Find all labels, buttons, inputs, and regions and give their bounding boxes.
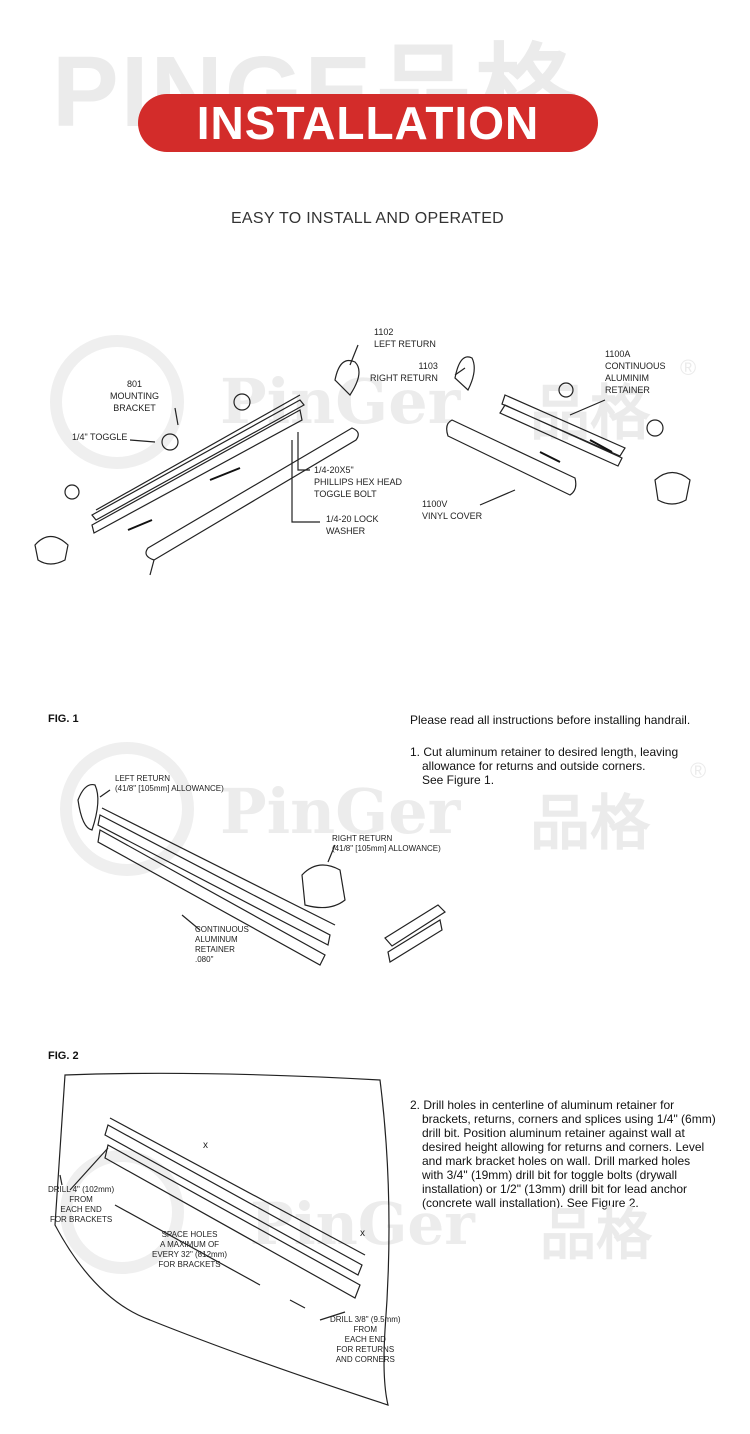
fig1-left-return <box>77 783 99 831</box>
bracket-2 <box>233 393 251 411</box>
fig1-retainer <box>97 814 331 966</box>
fig1-intro: Please read all instructions before inst… <box>410 713 691 727</box>
watermark-brand: PinGer <box>220 365 461 438</box>
bracket-4 <box>558 382 574 398</box>
watermark-brand-2: PinGer <box>220 775 461 848</box>
left-retainer <box>91 399 305 534</box>
left-return-part <box>334 359 360 396</box>
end-cap-left <box>34 535 69 565</box>
fig1-splice <box>384 904 446 963</box>
fig1-step: 1. Cut aluminum retainer to desired leng… <box>410 745 679 787</box>
fig2-mark-2: x <box>360 1228 365 1239</box>
fig2-wall <box>54 1072 390 1406</box>
bracket-3 <box>64 484 80 500</box>
banner-title: INSTALLATION <box>196 97 540 149</box>
right-vinyl-cover <box>446 419 577 496</box>
watermark-registered-2: ® <box>690 758 707 783</box>
subtitle: EASY TO INSTALL AND OPERATED <box>230 210 505 227</box>
watermark-registered: ® <box>680 355 697 380</box>
fig1-label-right-return: RIGHT RETURN(41/8" [105mm] ALLOWANCE) <box>332 834 441 853</box>
fig2-mark-1: x <box>203 1140 208 1151</box>
end-cap-right <box>654 471 691 505</box>
fig2-retainer <box>104 1124 363 1299</box>
bracket-1 <box>161 433 179 451</box>
left-vinyl-cover <box>145 427 359 561</box>
installation-banner: INSTALLATION <box>138 94 598 152</box>
watermark-chinese-3: 品格 <box>540 1203 652 1266</box>
bracket-5 <box>646 419 664 437</box>
fig2-title: FIG. 2 <box>48 1050 79 1062</box>
watermark-chinese-2: 品格 <box>530 790 650 857</box>
fig2-step: 2. Drill holes in centerline of aluminum… <box>410 1098 716 1210</box>
fig1-title: FIG. 1 <box>48 713 79 725</box>
right-return-part <box>454 356 475 391</box>
right-retainer <box>499 394 626 467</box>
label-toggle: 1/4" TOGGLE <box>72 432 128 442</box>
fig1-label-left-return: LEFT RETURN(41/8" [105mm] ALLOWANCE) <box>115 774 224 793</box>
fig1-right-return <box>301 864 346 909</box>
